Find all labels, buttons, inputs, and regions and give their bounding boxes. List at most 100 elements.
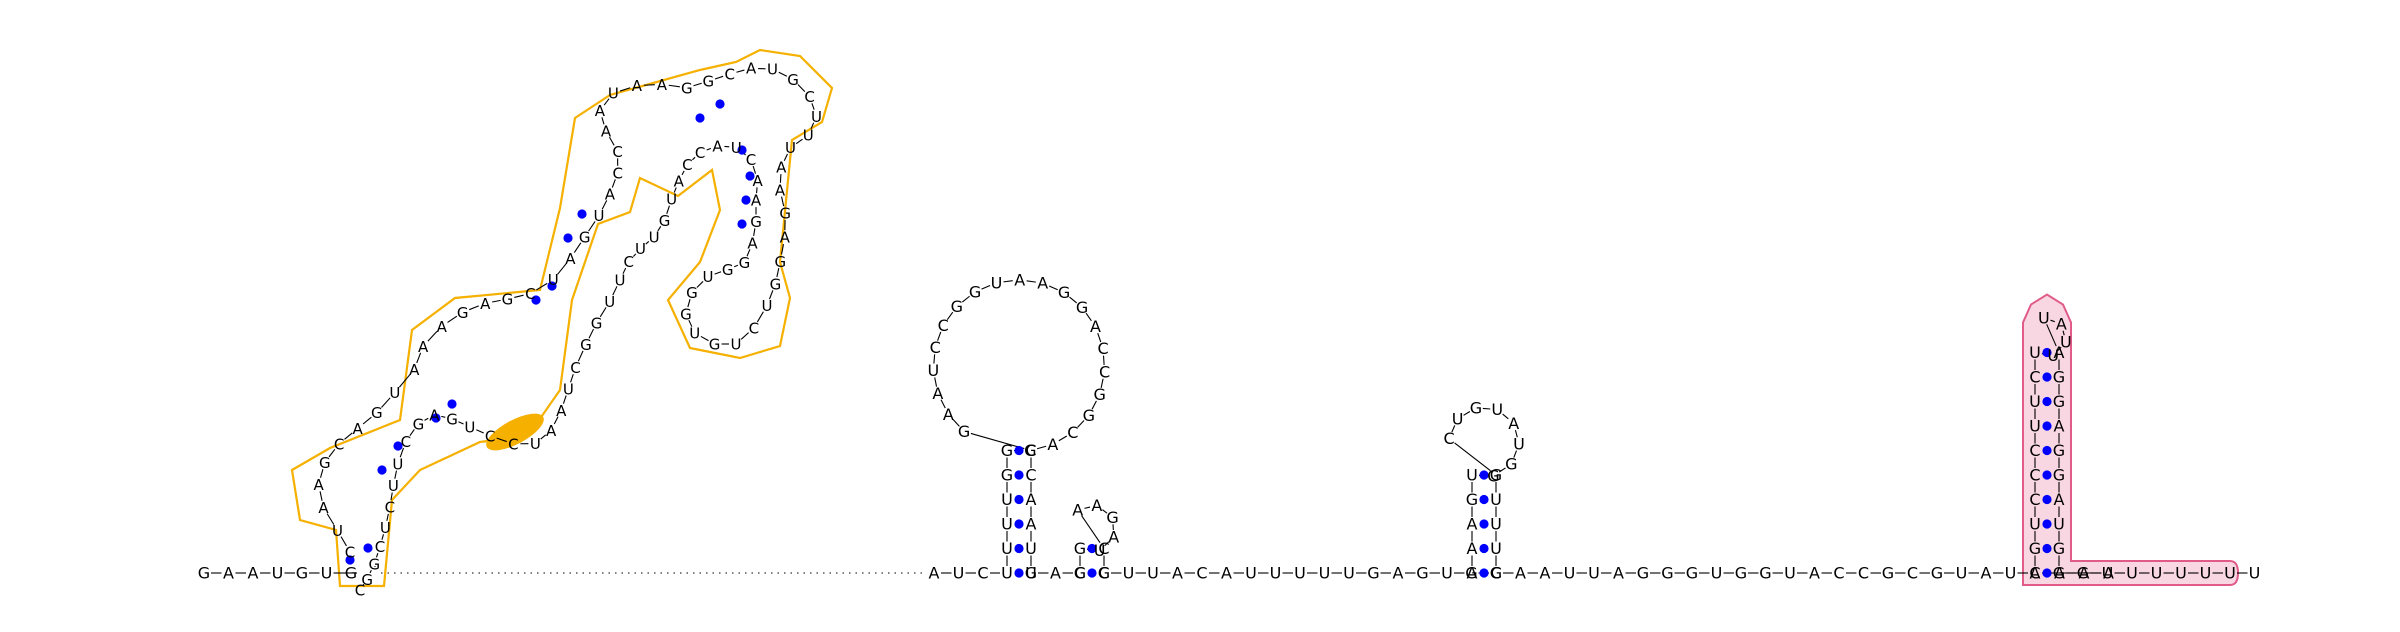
big-hairpin-nucleotide: A — [1037, 274, 1048, 293]
base-pair-dot — [2042, 544, 2051, 553]
base-pair-dot — [1479, 495, 1488, 504]
orange-domain-nucleotide: U — [464, 418, 475, 436]
pink-hairpin-nucleotide: U — [2029, 417, 2041, 436]
tail-3prime-nucleotide: U — [2175, 564, 2187, 583]
big-hairpin-nucleotide: C — [1099, 362, 1110, 381]
orange-domain-nucleotide: A — [674, 173, 685, 191]
orange-domain-nucleotide: C — [385, 499, 395, 517]
tail-5prime-nucleotide: A — [248, 564, 259, 583]
orange-domain-nucleotide: U — [608, 85, 619, 103]
linker-nucleotide: G — [1931, 564, 1943, 583]
orange-domain-nucleotide: U — [703, 268, 714, 286]
tail-5prime-nucleotide: A — [223, 564, 234, 583]
orange-domain-nucleotide: A — [418, 338, 429, 356]
backbone-link — [428, 331, 437, 341]
orange-domain-outline — [292, 50, 832, 586]
mid-hairpin-nucleotide: C — [1443, 429, 1454, 448]
pink-hairpin-nucleotide: U — [2029, 392, 2041, 411]
tail-3prime-nucleotide: U — [2151, 564, 2163, 583]
backbone-link — [644, 85, 655, 86]
orange-domain-nucleotide: A — [546, 422, 557, 440]
orange-domain-nucleotide: C — [401, 433, 411, 451]
orange-domain-nucleotide: C — [804, 88, 814, 106]
pink-hairpin-nucleotide: A — [2054, 343, 2065, 362]
pink-hairpin-nucleotide: C — [2029, 490, 2040, 509]
orange-domain-nucleotide: G — [659, 212, 671, 230]
orange-domain-nucleotide: C — [682, 156, 692, 174]
linker-nucleotide: U — [1270, 564, 1282, 583]
big-hairpin-nucleotide: G — [1001, 441, 1013, 460]
backbone-link — [458, 422, 463, 424]
orange-domain-nucleotide: A — [601, 123, 612, 141]
orange-domain-nucleotide: G — [739, 254, 751, 272]
orange-domain-nucleotide: U — [548, 271, 559, 289]
base-pair-dot — [2042, 568, 2051, 577]
orange-domain-nucleotide: C — [746, 151, 756, 169]
orange-domain-nucleotide: C — [612, 143, 622, 161]
backbone-link — [779, 72, 787, 76]
linker-nucleotide: C — [1907, 564, 1918, 583]
big-hairpin-nucleotide: U — [991, 273, 1003, 292]
orange-domain-nucleotide: U — [785, 139, 796, 157]
big-hairpin-nucleotide: U — [1001, 490, 1013, 509]
orange-domain-nucleotide: C — [749, 319, 759, 337]
tail-5prime-nucleotide: G — [296, 564, 308, 583]
big-hairpin-nucleotide: C — [1067, 423, 1078, 442]
backbone-link — [345, 433, 353, 439]
backbone-link — [492, 300, 500, 302]
orange-domain-nucleotide: U — [761, 297, 772, 315]
orange-domain-nucleotide: G — [371, 404, 383, 422]
mid-hairpin-nucleotide: A — [1508, 414, 1519, 433]
tail-3prime-nucleotide: U — [2224, 564, 2236, 583]
backbone-link — [1085, 507, 1091, 508]
pink-hairpin-nucleotide: A — [2054, 417, 2065, 436]
linker-nucleotide: A — [1981, 564, 1992, 583]
orange-domain-nucleotide: G — [750, 213, 762, 231]
linker-nucleotide: U — [1245, 564, 1257, 583]
orange-domain-nucleotide: C — [525, 285, 535, 303]
linker-nucleotide: U — [1147, 564, 1159, 583]
orange-domain-nucleotide: A — [314, 476, 325, 494]
pink-hairpin-nucleotide: G — [2053, 466, 2065, 485]
orange-domain-nucleotide: C — [695, 144, 705, 162]
small-hairpin-nucleotide: G — [1106, 508, 1118, 527]
orange-domain-nucleotide: G — [681, 79, 693, 97]
backbone-link — [1049, 286, 1058, 290]
linker-nucleotide: U — [1588, 564, 1600, 583]
base-pair-dot — [2042, 495, 2051, 504]
big-hairpin-nucleotide: A — [1014, 270, 1025, 289]
backbone-link — [514, 295, 523, 297]
orange-domain-nucleotide: U — [767, 61, 778, 79]
mid-hairpin-nucleotide: U — [1490, 539, 1502, 558]
linker-nucleotide: U — [1123, 564, 1135, 583]
backbone-link — [469, 306, 479, 310]
orange-domain-nucleotide: A — [776, 159, 787, 177]
big-hairpin-nucleotide: C — [1098, 339, 1109, 358]
orange-domain-nucleotide: C — [612, 164, 622, 182]
orange-domain-nucleotide: C — [724, 66, 734, 84]
linker-nucleotide: G — [1882, 564, 1894, 583]
small-hairpin-nucleotide: A — [1091, 496, 1102, 515]
linker-nucleotide: U — [2005, 564, 2017, 583]
linker-nucleotide: A — [1515, 564, 1526, 583]
orange-domain-nucleotide: A — [595, 102, 606, 120]
big-hairpin-nucleotide: A — [1090, 317, 1101, 336]
backbone-link — [425, 418, 429, 420]
big-hairpin-nucleotide: U — [928, 361, 940, 380]
linker-nucleotide: G — [1686, 564, 1698, 583]
pink-hairpin-nucleotide: G — [2053, 539, 2065, 558]
base-pair-dot — [695, 113, 704, 122]
orange-domain-nucleotide: U — [389, 384, 400, 402]
backbone-link — [1483, 408, 1490, 409]
linker-nucleotide: U — [953, 564, 965, 583]
orange-domain-nucleotide: A — [712, 137, 723, 155]
orange-domain-nucleotide: U — [803, 127, 814, 145]
base-pair-dot — [2042, 372, 2051, 381]
base-pair-dot — [1479, 519, 1488, 528]
pink-hairpin-nucleotide: G — [2053, 368, 2065, 387]
mid-hairpin-nucleotide: G — [1490, 466, 1502, 485]
big-hairpin-nucleotide: G — [1076, 298, 1088, 317]
mid-hairpin-nucleotide: A — [1467, 515, 1478, 534]
